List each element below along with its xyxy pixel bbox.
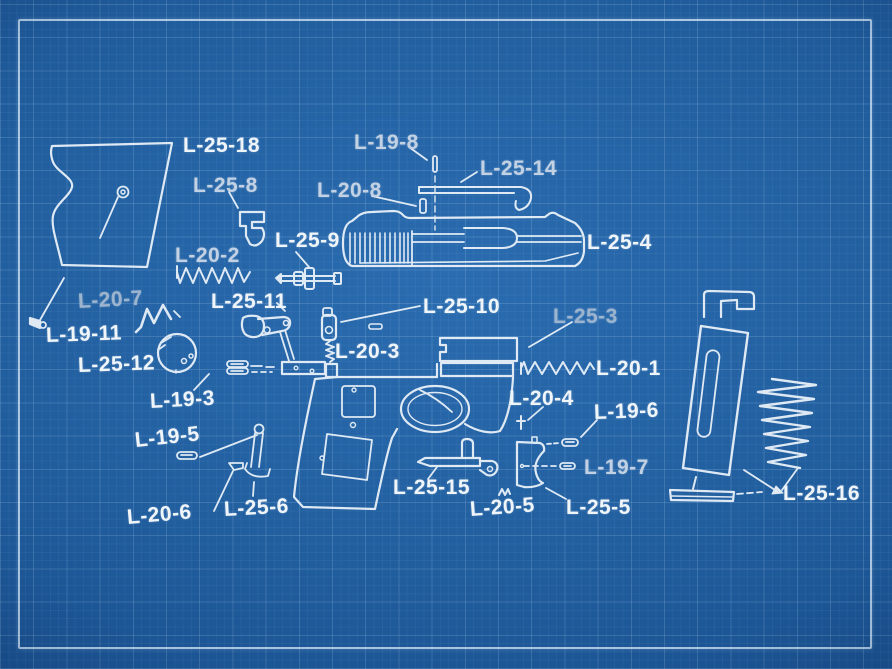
part-trigger-pin — [176, 434, 258, 460]
part-takedown-pin — [28, 316, 47, 330]
slide-serrations — [349, 232, 409, 264]
part-label-l-20-8: L-20-8 — [317, 179, 382, 202]
part-label-l-20-4: L-20-4 — [509, 387, 574, 410]
part-label-l-25-3: L-25-3 — [553, 305, 618, 328]
leader-l25-16 — [736, 467, 799, 495]
leader-grip-screw — [39, 277, 65, 321]
part-firing-pin-stop — [408, 146, 438, 231]
part-label-l-20-3: L-20-3 — [335, 340, 400, 363]
leader-l25-5 — [545, 487, 567, 500]
part-magazine-body — [668, 289, 756, 503]
part-label-l-25-5: L-25-5 — [566, 496, 631, 519]
leader-l20-7 — [173, 310, 181, 318]
part-label-l-20-7: L-20-7 — [77, 286, 144, 313]
part-label-l-19-7: L-19-7 — [584, 456, 649, 479]
part-label-l-25-4: L-25-4 — [587, 231, 652, 254]
part-firing-pin — [275, 251, 342, 290]
part-label-l-25-10: L-25-10 — [423, 295, 501, 318]
part-label-l-25-8: L-25-8 — [193, 174, 258, 197]
leader-l19-8 — [408, 146, 428, 161]
part-label-l-19-8: L-19-8 — [354, 131, 419, 154]
part-sear-spring — [176, 265, 251, 284]
leader-l25-14 — [460, 171, 478, 183]
part-small-pins-right — [498, 419, 598, 496]
part-label-l-20-1: L-20-1 — [596, 357, 661, 380]
part-label-l-20-5: L-20-5 — [469, 493, 536, 521]
part-label-l-25-12: L-25-12 — [77, 351, 156, 377]
part-trigger — [416, 437, 499, 480]
part-label-l-20-2: L-20-2 — [175, 244, 240, 267]
part-label-l-19-6: L-19-6 — [593, 398, 660, 424]
part-label-l-25-14: L-25-14 — [480, 157, 558, 180]
part-extractor-pin — [371, 195, 427, 214]
leader-l19-5 — [199, 434, 258, 458]
part-safety-latch — [228, 191, 266, 247]
leader-l20-4 — [527, 406, 544, 421]
part-label-l-19-11: L-19-11 — [45, 321, 123, 347]
part-label-l-19-3: L-19-3 — [149, 386, 216, 413]
part-sear — [320, 305, 421, 363]
part-label-l-20-6: L-20-6 — [125, 500, 193, 529]
part-label-l-25-9: L-25-9 — [275, 229, 340, 252]
part-magazine-catch-spring — [134, 303, 181, 334]
part-label-l-25-18: L-25-18 — [183, 134, 261, 157]
part-slide-stop — [244, 423, 271, 497]
part-label-l-25-6: L-25-6 — [223, 494, 290, 521]
part-frame — [280, 321, 573, 511]
part-label-l-25-11: L-25-11 — [211, 290, 287, 313]
part-recoil-spring — [520, 361, 595, 375]
leader-l25-9 — [295, 251, 310, 268]
leader-l20-8 — [371, 195, 417, 207]
leader-l25-15 — [427, 466, 438, 480]
part-hammer — [240, 302, 295, 362]
part-label-l-19-5: L-19-5 — [133, 422, 201, 452]
leader-l25-6 — [252, 481, 255, 497]
part-sear-coil-spring — [325, 340, 335, 363]
part-label-l-25-16: L-25-16 — [783, 482, 861, 505]
part-rear-sight — [418, 171, 533, 211]
leader-l19-3 — [193, 373, 210, 391]
part-spring-clip — [213, 462, 244, 512]
part-magazine-spring — [756, 377, 818, 470]
part-label-l-25-15: L-25-15 — [393, 476, 471, 499]
part-grip-panel — [49, 141, 174, 269]
leader-l19-6 — [580, 419, 598, 438]
leader-l25-10 — [340, 305, 421, 323]
leader-l20-6 — [213, 470, 234, 512]
leader-l25-11 — [276, 302, 286, 312]
leader-l25-3 — [528, 321, 573, 348]
part-safety-disc — [156, 332, 198, 374]
part-slide — [341, 209, 586, 268]
part-sear-pins — [193, 360, 275, 391]
leader-l25-8 — [228, 191, 239, 209]
part-sear-spring-small — [498, 488, 511, 496]
part-grip-safety — [515, 406, 567, 500]
